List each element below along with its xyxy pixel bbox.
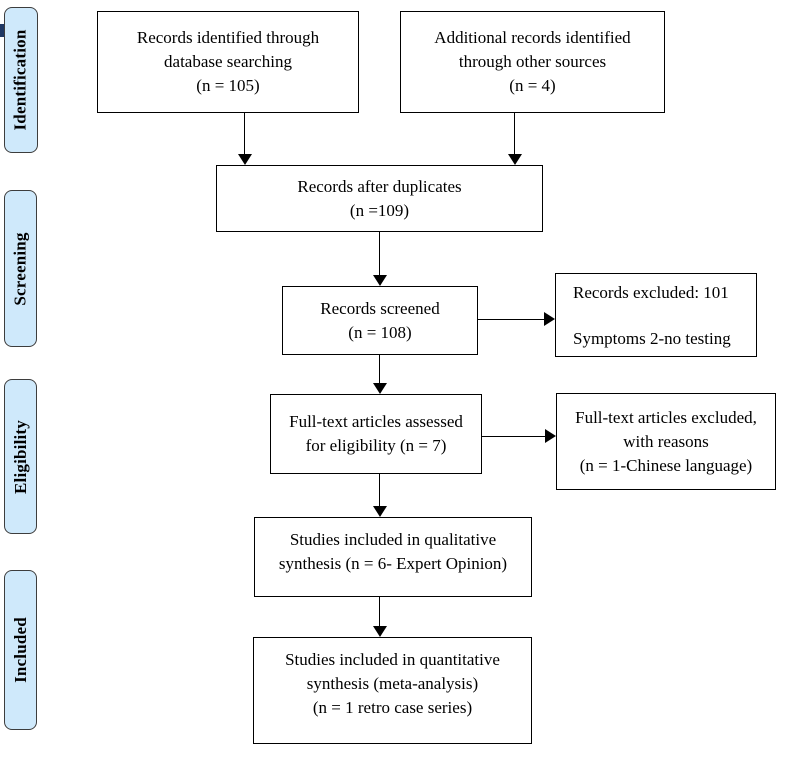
arrow-qualitative-to-quantitative-line <box>379 597 380 626</box>
qualitative-synthesis-text: Studies included in qualitative synthesi… <box>278 530 508 573</box>
records-screened-text: Records screened (n = 108) <box>320 298 440 342</box>
stage-identification-label: Identification <box>11 29 30 131</box>
records-identified-text: Records identified through database sear… <box>136 28 320 95</box>
flow-box-quantitative-synthesis: Studies included in quantitative synthes… <box>253 637 532 744</box>
quantitative-synthesis-text: Studies included in quantitative synthes… <box>285 650 500 717</box>
stage-screening: Screening <box>4 190 37 347</box>
arrow-fulltext-to-qualitative-line <box>379 474 380 506</box>
arrow-fulltext-to-excluded-head <box>545 429 556 443</box>
stage-included: Included <box>4 570 37 730</box>
flow-box-fulltext-excluded: Full-text articles excluded, with reason… <box>556 393 776 490</box>
additional-records-text: Additional records identified through ot… <box>434 28 631 95</box>
stage-eligibility-label: Eligibility <box>10 419 30 494</box>
flow-box-additional-records: Additional records identified through ot… <box>400 11 665 113</box>
arrow-fulltext-to-qualitative-head <box>373 506 387 517</box>
arrow-additional-to-duplicates-line <box>514 113 515 154</box>
arrow-qualitative-to-quantitative-head <box>373 626 387 637</box>
arrow-additional-to-duplicates-head <box>508 154 522 165</box>
records-excluded-text: Records excluded: 101 Symptoms 2-no test… <box>573 282 731 348</box>
fulltext-assessed-text: Full-text articles assessed for eligibil… <box>289 412 463 455</box>
fulltext-excluded-text: Full-text articles excluded, with reason… <box>575 407 757 475</box>
arrow-screened-to-excluded-head <box>544 312 555 326</box>
arrow-duplicates-to-screened-line <box>379 232 380 275</box>
arrow-screened-to-excluded-line <box>478 319 544 320</box>
stage-identification: Identification <box>4 7 38 153</box>
flow-box-qualitative-synthesis: Studies included in qualitative synthesi… <box>254 517 532 597</box>
flow-box-fulltext-assessed: Full-text articles assessed for eligibil… <box>270 394 482 474</box>
arrow-duplicates-to-screened-head <box>373 275 387 286</box>
flow-box-records-excluded: Records excluded: 101 Symptoms 2-no test… <box>555 273 757 357</box>
arrow-identified-to-duplicates-head <box>238 154 252 165</box>
stray-mark <box>0 24 4 37</box>
stage-screening-label: Screening <box>10 231 30 306</box>
flow-box-records-screened: Records screened (n = 108) <box>282 286 478 355</box>
arrow-screened-to-fulltext-line <box>379 355 380 383</box>
after-duplicates-text: Records after duplicates (n =109) <box>297 176 462 220</box>
stage-included-label: Included <box>10 617 30 683</box>
stage-eligibility: Eligibility <box>4 379 37 534</box>
flow-box-after-duplicates: Records after duplicates (n =109) <box>216 165 543 232</box>
flow-box-records-identified: Records identified through database sear… <box>97 11 359 113</box>
arrow-identified-to-duplicates-line <box>244 113 245 154</box>
arrow-fulltext-to-excluded-line <box>482 436 545 437</box>
arrow-screened-to-fulltext-head <box>373 383 387 394</box>
